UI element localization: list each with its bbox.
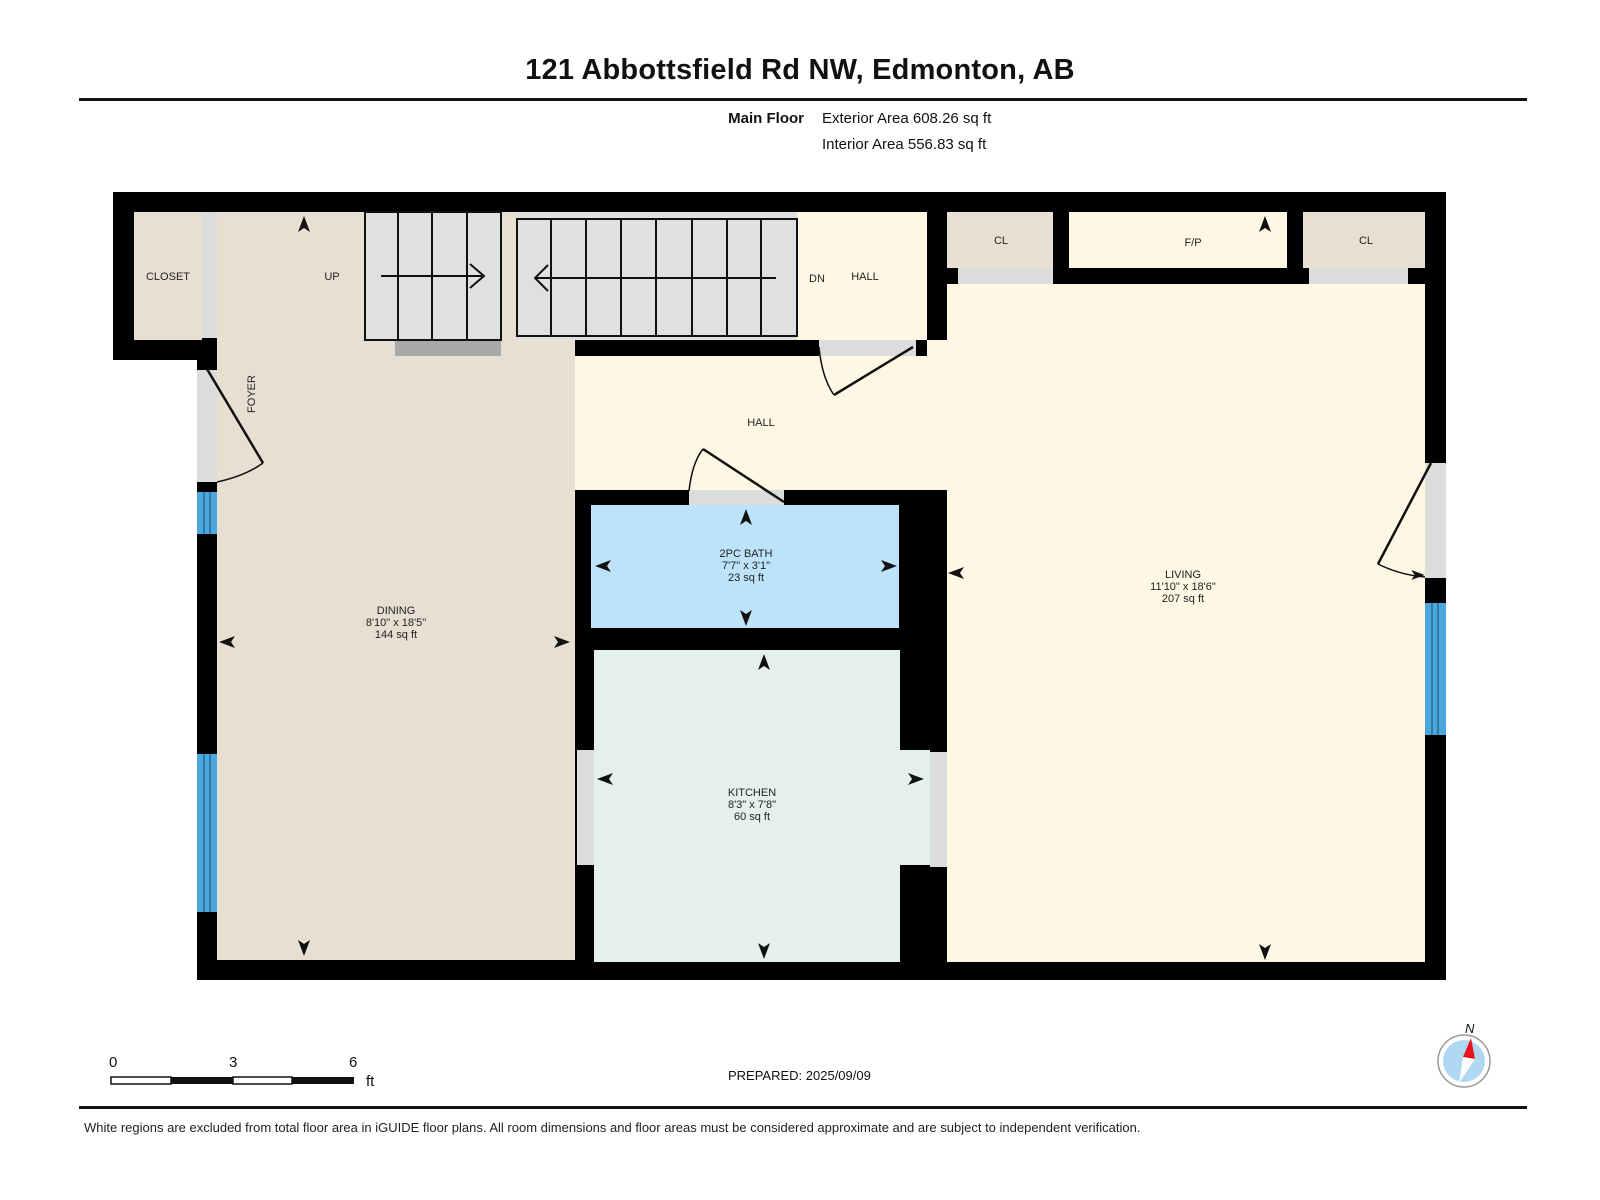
kitchen-area xyxy=(594,650,900,962)
dn-label: DN xyxy=(809,273,825,285)
windows xyxy=(197,492,1446,912)
exterior-area: Exterior Area 608.26 sq ft xyxy=(822,110,992,127)
fireplace-label: F/P xyxy=(1184,237,1201,249)
bath-dims: 7'7" x 3'1" xyxy=(722,560,770,572)
upper-hall-area xyxy=(797,212,927,340)
cl-right-label: CL xyxy=(1359,235,1373,247)
page-title: 121 Abbottsfield Rd NW, Edmonton, AB xyxy=(525,54,1075,86)
main-hall-area xyxy=(575,356,947,490)
compass-north-label: N xyxy=(1465,1021,1475,1036)
scale-label-0: 0 xyxy=(109,1054,118,1071)
bath-area-text: 23 sq ft xyxy=(728,572,764,584)
upper-hall-label: HALL xyxy=(851,271,879,283)
scale-bar xyxy=(110,1076,354,1085)
disclaimer-text: White regions are excluded from total fl… xyxy=(84,1120,1141,1135)
cl-left-area xyxy=(947,212,1053,268)
floor-name: Main Floor xyxy=(728,110,804,127)
living-area-text: 207 sq ft xyxy=(1162,593,1204,605)
bath-area xyxy=(591,505,899,628)
kitchen-dims: 8'3" x 7'8" xyxy=(728,799,776,811)
kitchen-name: KITCHEN xyxy=(728,787,776,799)
closet-label: CLOSET xyxy=(146,271,190,283)
fireplace-area xyxy=(1069,212,1287,268)
prepared-date: PREPARED: 2025/09/09 xyxy=(728,1068,871,1083)
scale-label-6: 6 xyxy=(349,1054,358,1071)
living-dims: 11'10" x 18'6" xyxy=(1150,581,1216,593)
dining-name: DINING xyxy=(377,605,416,617)
dining-area-text: 144 sq ft xyxy=(375,629,417,641)
up-label: UP xyxy=(324,271,339,283)
title-divider xyxy=(79,98,1527,101)
closet-area xyxy=(134,212,202,340)
living-area xyxy=(947,284,1425,962)
stair-treads xyxy=(364,211,798,341)
door-swings xyxy=(205,345,1433,578)
bath-name: 2PC BATH xyxy=(720,548,773,560)
interior-area: Interior Area 556.83 sq ft xyxy=(822,136,987,153)
room-fills xyxy=(134,212,1446,962)
room-labels: CLOSET UP DN HALL CL F/P CL FOYER HALL 2… xyxy=(146,235,1373,823)
compass-icon xyxy=(1437,1034,1491,1088)
cl-right-area xyxy=(1303,212,1425,268)
living-name: LIVING xyxy=(1165,569,1201,581)
footer-divider xyxy=(79,1106,1527,1109)
kitchen-area-text: 60 sq ft xyxy=(734,811,770,823)
scale-label-3: 3 xyxy=(229,1054,238,1071)
cl-left-label: CL xyxy=(994,235,1008,247)
scale-unit: ft xyxy=(366,1073,375,1090)
main-hall-label: HALL xyxy=(747,417,775,429)
dining-dims: 8'10" x 18'5" xyxy=(366,617,426,629)
foyer-label: FOYER xyxy=(246,375,258,413)
